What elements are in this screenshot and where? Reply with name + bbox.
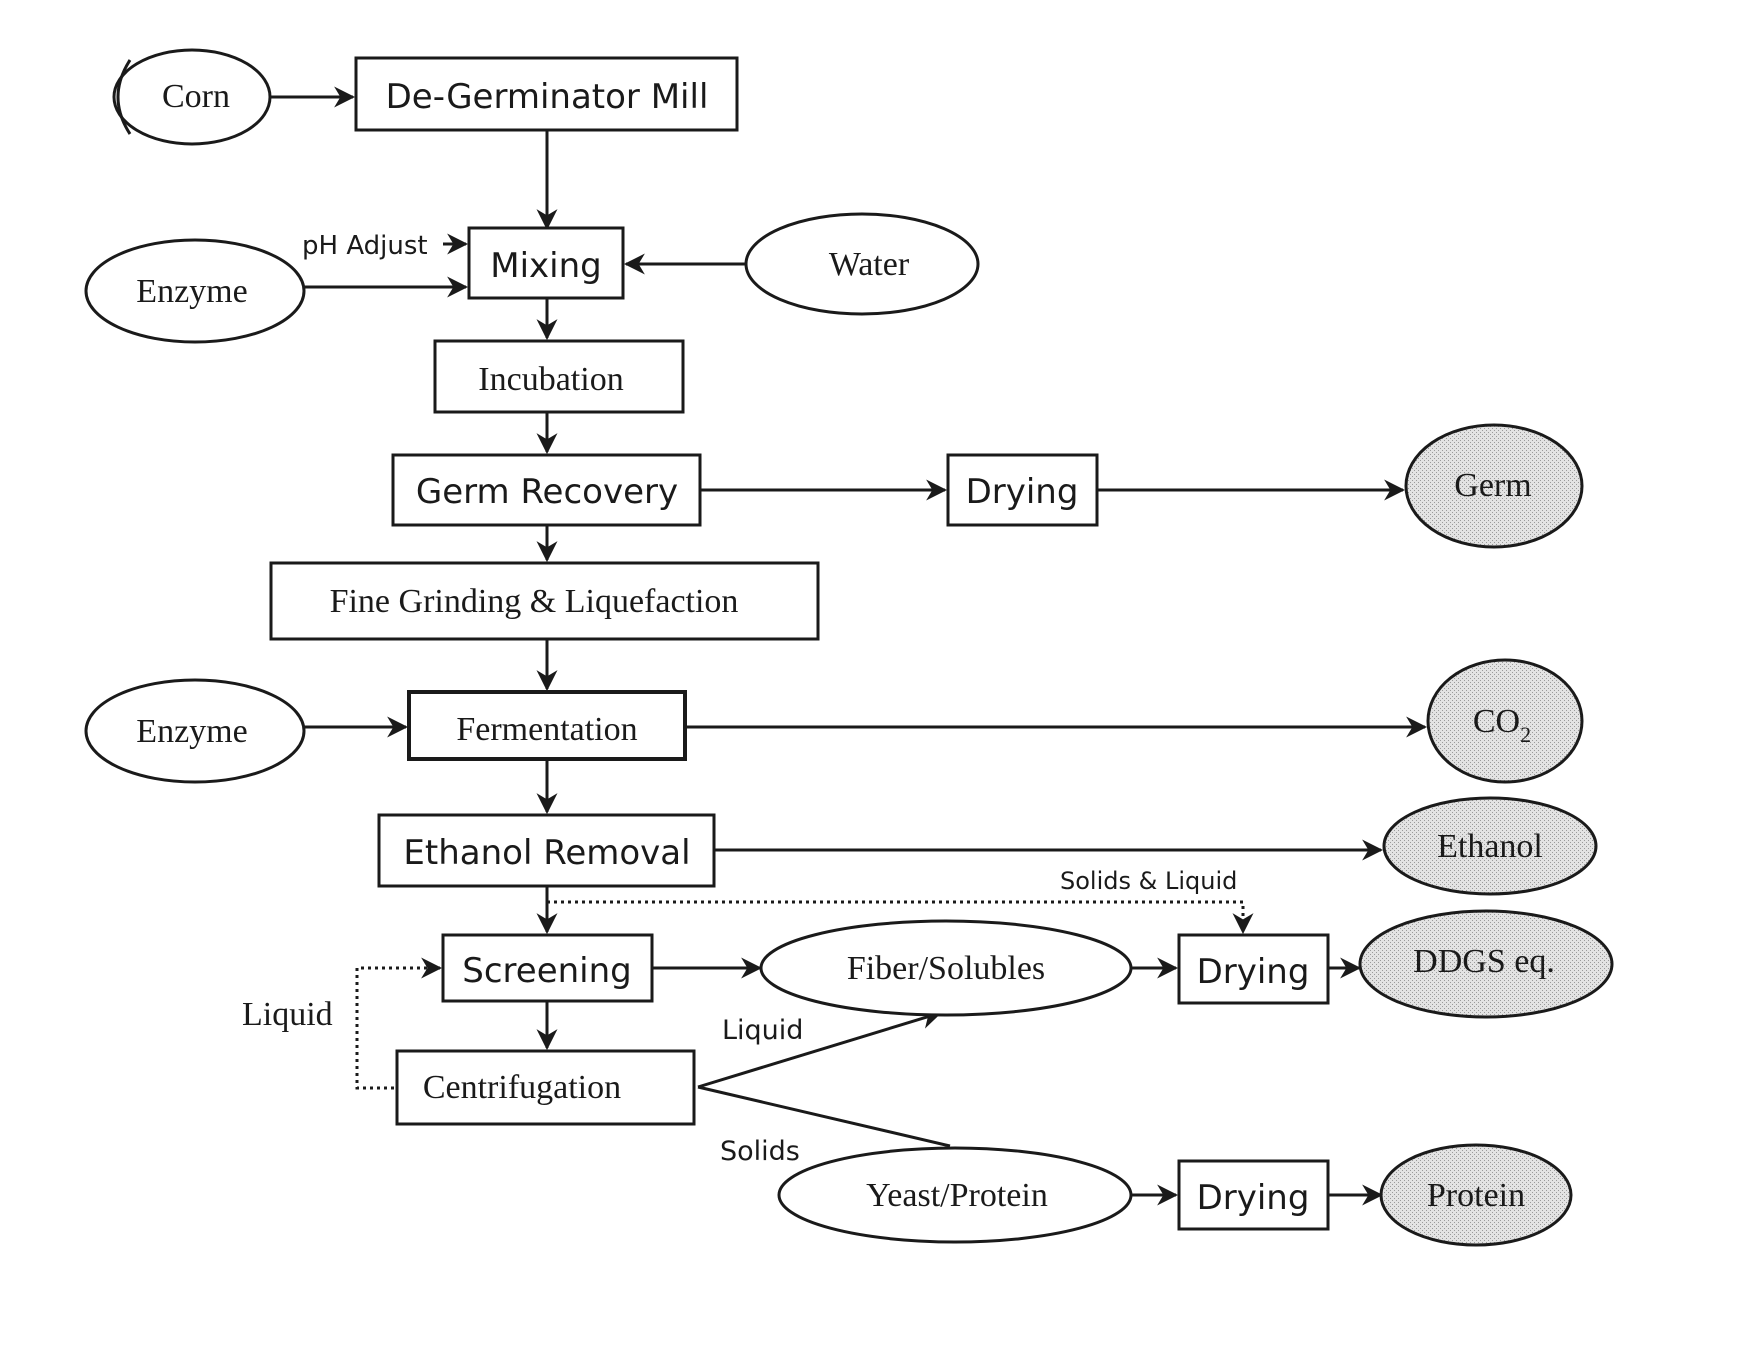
solids-centrifuge-label: Solids [720, 1136, 800, 1167]
ph-adjust-label: pH Adjust [302, 231, 428, 261]
process-screening: Screening [443, 935, 652, 1001]
protein-label: Protein [1427, 1177, 1525, 1214]
enzyme-label: Enzyme [136, 713, 247, 750]
process-fermentation: Fermentation [409, 692, 685, 759]
drying-label: Drying [1197, 1178, 1310, 1218]
input-enzyme-mixing: Enzyme [86, 240, 304, 342]
yeast-protein-label: Yeast/Protein [866, 1177, 1048, 1214]
drying-label: Drying [1197, 952, 1310, 992]
solids-liquid-label: Solids & Liquid [1060, 867, 1237, 895]
process-incubation: Incubation [435, 341, 683, 412]
input-corn: Corn [114, 50, 270, 144]
screening-label: Screening [462, 951, 631, 991]
product-germ: Germ [1406, 425, 1582, 547]
enzyme-label: Enzyme [136, 273, 247, 310]
product-co2: CO2 [1428, 660, 1582, 782]
process-ethanol-removal: Ethanol Removal [379, 815, 714, 886]
process-degerminator-mill: De-Germinator Mill [356, 58, 737, 130]
product-ddgs: DDGS eq. [1360, 911, 1612, 1017]
corn-label: Corn [162, 78, 230, 115]
co2-main: CO [1473, 703, 1520, 740]
process-centrifugation: Centrifugation [397, 1051, 694, 1124]
process-drying-protein: Drying [1179, 1161, 1328, 1229]
product-ethanol: Ethanol [1384, 798, 1596, 894]
water-label: Water [829, 246, 910, 283]
input-enzyme-fermentation: Enzyme [86, 680, 304, 782]
incubation-label: Incubation [478, 361, 623, 398]
co2-subscript: 2 [1520, 722, 1531, 747]
ethanol-removal-label: Ethanol Removal [403, 833, 690, 873]
process-mixing: Mixing [469, 228, 623, 298]
process-fine-grinding: Fine Grinding & Liquefaction [271, 563, 818, 639]
intermediate-fiber-solubles: Fiber/Solubles [761, 921, 1131, 1015]
ethanol-label: Ethanol [1437, 828, 1543, 865]
process-drying-germ: Drying [948, 455, 1097, 525]
germ-label: Germ [1454, 467, 1531, 504]
fine-grinding-label: Fine Grinding & Liquefaction [330, 583, 739, 620]
input-water: Water [746, 214, 978, 314]
drying-label: Drying [966, 472, 1079, 512]
process-germ-recovery: Germ Recovery [393, 455, 700, 525]
germ-recovery-label: Germ Recovery [416, 472, 678, 512]
product-protein: Protein [1381, 1145, 1571, 1245]
process-drying-ddgs: Drying [1179, 935, 1328, 1003]
degerminator-mill-label: De-Germinator Mill [386, 77, 709, 117]
ddgs-label: DDGS eq. [1413, 943, 1555, 980]
fiber-solubles-label: Fiber/Solubles [847, 950, 1045, 987]
liquid-centrifuge-label: Liquid [722, 1015, 803, 1046]
fermentation-label: Fermentation [456, 711, 637, 748]
intermediate-yeast-protein: Yeast/Protein [779, 1148, 1131, 1242]
liquid-recycle-label: Liquid [242, 996, 333, 1033]
centrifugation-label: Centrifugation [423, 1069, 621, 1106]
mixing-label: Mixing [490, 246, 601, 286]
